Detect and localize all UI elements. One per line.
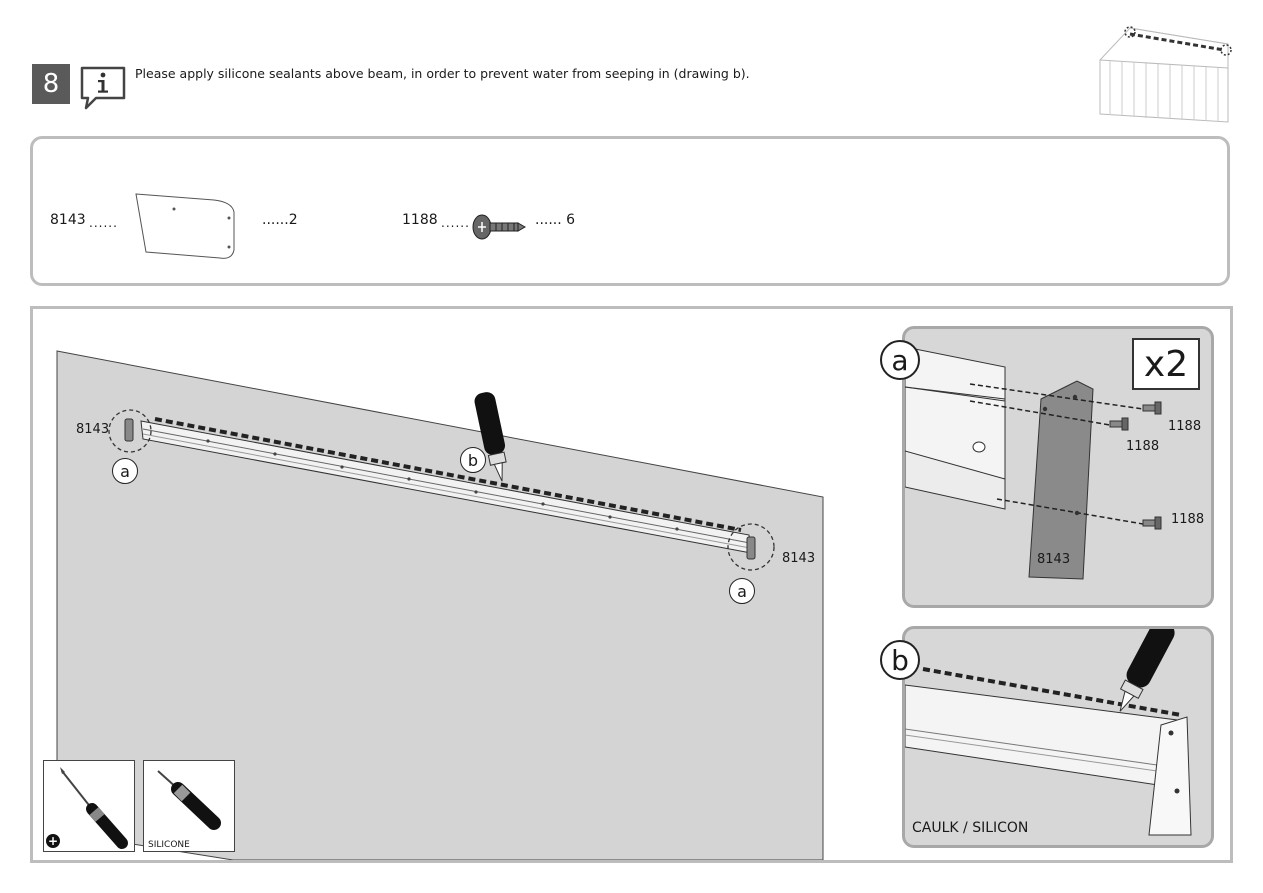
- instruction-text: Please apply silicone sealants above bea…: [135, 66, 750, 81]
- detail-b-panel: [902, 626, 1214, 848]
- multiplier-x2: x2: [1132, 338, 1200, 390]
- info-icon: [80, 66, 126, 110]
- panel-8143-thumbnail: [135, 193, 235, 259]
- callout-a-left: a: [112, 458, 138, 484]
- part-label-8143-right: 8143: [782, 551, 816, 566]
- screw-icon: [1109, 417, 1129, 431]
- panel-label-8143: 8143: [1037, 552, 1071, 567]
- silicone-tool-box: [143, 760, 235, 852]
- part-label-8143-left: 8143: [76, 422, 110, 437]
- screw-label-1188-bottom: 1188: [1171, 512, 1205, 527]
- part-dots: ......: [441, 216, 470, 230]
- screw-1188-icon: [472, 214, 526, 240]
- detail-b-letter: b: [880, 640, 920, 680]
- step-number-badge: 8: [32, 64, 70, 104]
- screwdriver-icon: [60, 767, 128, 849]
- part-quantity-1188: ...... 6: [535, 212, 576, 228]
- part-number-8143: 8143: [50, 212, 86, 228]
- screw-label-1188-top: 1188: [1168, 419, 1202, 434]
- roof-beam-drawing: [56, 350, 824, 860]
- silicone-tube-icon: [157, 770, 221, 830]
- silicone-label: SILICONE: [148, 840, 190, 850]
- screw-icon: [1142, 401, 1162, 415]
- screw-icon: [1142, 516, 1162, 530]
- detail-a-drawing: [905, 346, 1162, 580]
- detail-b-drawing: [905, 629, 1192, 836]
- callout-b: b: [460, 447, 486, 473]
- phillips-plus-icon: +: [46, 834, 60, 848]
- parts-list-panel: [30, 136, 1230, 286]
- detail-a-panel: [902, 326, 1214, 608]
- part-quantity-8143: ......2: [262, 212, 298, 228]
- screw-label-1188-middle: 1188: [1126, 439, 1160, 454]
- part-dots: ......: [89, 216, 118, 230]
- main-drawing-panel: [30, 306, 1233, 863]
- detail-a-letter: a: [880, 340, 920, 380]
- shed-roof-icon: [1099, 26, 1232, 123]
- part-number-1188: 1188: [402, 212, 438, 228]
- caulk-silicon-caption: CAULK / SILICON: [912, 820, 1029, 836]
- callout-a-right: a: [729, 578, 755, 604]
